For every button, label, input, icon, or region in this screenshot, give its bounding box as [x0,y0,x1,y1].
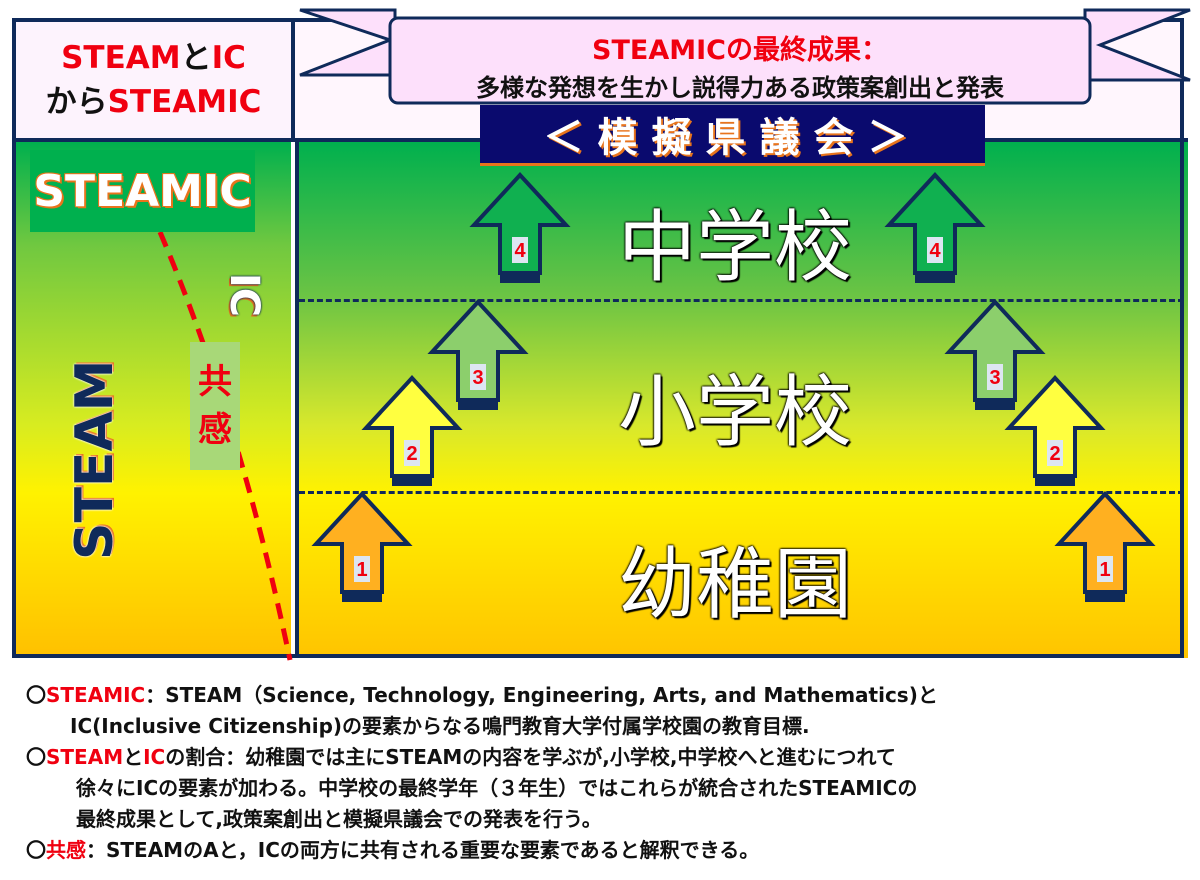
arrow-label-bg [1047,440,1063,466]
kyokan-char-2: 感 [198,410,232,450]
ribbon-left-tail [299,8,397,77]
ribbon-body [388,16,1092,105]
title-ic: IC [211,40,246,76]
stage-kindergarten: 幼稚園 [617,540,852,630]
arrow-shape [1004,375,1106,478]
banner-subtitle: 多様な発想を生かし説得力ある政策案創出と発表 [476,74,1004,102]
arrow-number: 4 [514,240,526,262]
note-text: ：STEAMのAと，ICの両方に共有される重要な要素であると解釈できる。 [86,838,760,862]
arrow-shape [1054,491,1156,594]
arrow-shape [311,491,413,594]
note-steamic: 〇STEAMIC：STEAM（Science, Technology, Engi… [26,680,1186,711]
arrow-number: 1 [356,559,367,581]
note-text: ：STEAM（Science, Technology, Engineering,… [145,683,938,707]
notes: 〇STEAMIC：STEAM（Science, Technology, Engi… [26,680,1186,866]
note-text: の割合：幼稚園では主にSTEAMの内容を学ぶが,小学校,中学校へと進むにつれて [165,745,896,769]
arrow-level-2-left: 2 [361,375,463,486]
arrow-number: 3 [472,367,483,389]
kyokan-label: 共感 [190,342,240,470]
arrow-level-4-right: 4 [884,172,986,283]
arrow-shape [944,299,1046,402]
bullet: 〇 [26,838,46,862]
arrow-number: 2 [1049,443,1060,465]
arrow-number: 4 [929,240,941,262]
stage-elementary: 小学校 [617,368,852,458]
stage-junior-high: 中学校 [617,203,852,293]
note-term: STEAMIC [46,683,146,707]
arrow-label-bg [354,556,370,582]
divider-elementary-kindergarten [299,491,1184,494]
arrow-label-bg [1097,556,1113,582]
arrow-shape [884,172,986,275]
steamic-label: STEAMIC [33,165,252,217]
arrow-base [1035,478,1075,486]
arrow-shape [427,299,529,402]
header-title-box: STEAMとIC からSTEAMIC [16,22,295,138]
note-kyokan: 〇共感：STEAMのAと，ICの両方に共有される重要な要素であると解釈できる。 [26,835,1186,866]
arrow-label-bg [470,364,486,390]
note-term: 共感 [46,838,86,862]
arrow-label-bg [927,237,943,263]
kyokan-char-1: 共 [198,362,232,402]
arrow-level-2-right: 2 [1004,375,1106,486]
arrow-base [975,402,1015,410]
arrow-shape [469,172,571,275]
arrow-base [392,478,432,486]
title-from: から [45,84,108,120]
steamic-band: STEAMIC [30,150,255,232]
arrow-number: 2 [406,443,417,465]
arrow-base [458,402,498,410]
bullet: 〇 [26,745,46,769]
arrow-label-bg [404,440,420,466]
arrow-number: 3 [989,367,1000,389]
title-steam: STEAM [61,40,181,76]
arrow-level-3-right: 3 [944,299,1046,410]
note-steamic-cont: IC(Inclusive Citizenship)の要素からなる鳴門教育大学付属… [70,714,810,738]
arrow-base [500,275,540,283]
arrow-base [915,275,955,283]
arrow-level-3-left: 3 [427,299,529,410]
arrow-shape [361,375,463,478]
note-term: IC [143,745,166,769]
arrow-base [342,594,382,602]
note-text: と [123,745,144,769]
arrow-base [1085,594,1125,602]
note-term: STEAM [46,745,124,769]
arrow-number: 1 [1099,559,1110,581]
divider-junior-elementary [299,299,1184,302]
arrow-level-4-left: 4 [469,172,571,283]
arrow-label-bg [512,237,528,263]
title-steamic: STEAMIC [107,84,262,120]
arrow-level-1-left: 1 [311,491,413,602]
bullet: 〇 [26,683,46,707]
banner-title: STEAMICの最終成果： [592,35,888,66]
arrow-label-bg [987,364,1003,390]
note-ratio-cont2: 最終成果として,政策案創出と模擬県議会での発表を行う。 [76,807,602,831]
note-ratio-cont1: 徐々にICの要素が加わる。中学校の最終学年（３年生）ではこれらが統合されたSTE… [76,776,918,800]
note-ratio: 〇STEAMとICの割合：幼稚園では主にSTEAMの内容を学ぶが,小学校,中学校… [26,742,1186,773]
title-and: と [180,40,212,76]
arrow-level-1-right: 1 [1054,491,1156,602]
mock-assembly-label: ＜模擬県議会＞ [480,105,985,166]
